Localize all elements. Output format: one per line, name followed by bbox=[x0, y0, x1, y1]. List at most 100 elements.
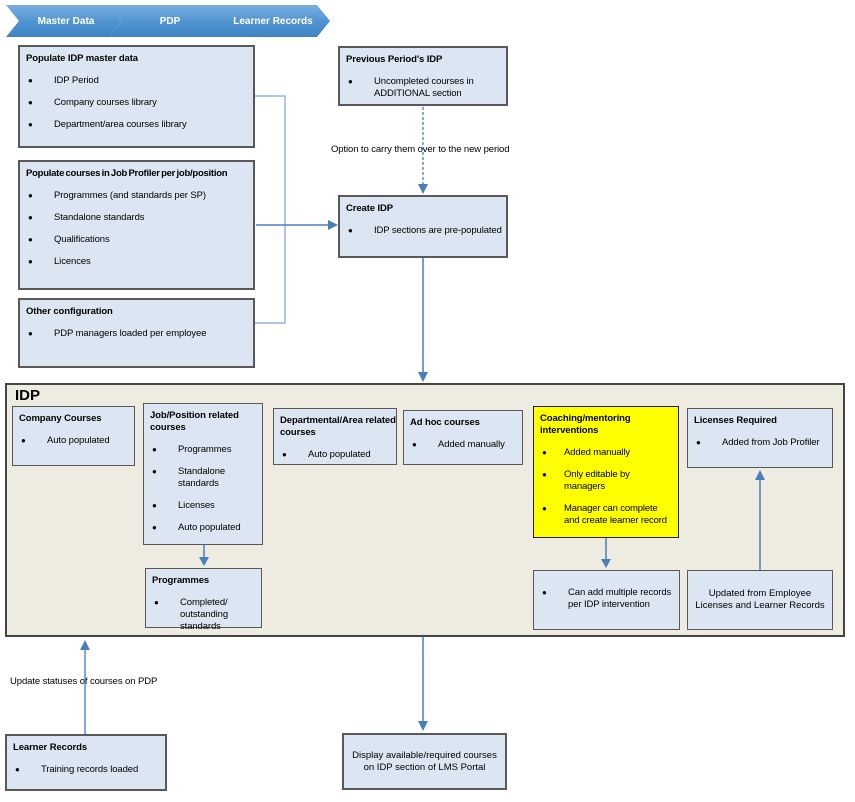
update-statuses-note: Update statuses of courses on PDP bbox=[10, 676, 158, 687]
arrow-job-profiler-to-create-idp bbox=[256, 220, 338, 230]
box-departmental-area-courses: Departmental/Area related courses ●Auto … bbox=[273, 408, 397, 465]
bullet-text: Training records loaded bbox=[41, 764, 139, 775]
bullet-item: ● Added from Job Profiler bbox=[688, 437, 832, 449]
box-title: Licenses Required bbox=[694, 415, 777, 426]
bullet-icon: ● bbox=[15, 765, 20, 774]
bullet-text: Added manually bbox=[564, 447, 631, 458]
bullet-text: Department/area courses library bbox=[54, 119, 187, 130]
box-populate-idp-master-data: Populate IDP master data ● IDP Period ● Co… bbox=[18, 45, 255, 148]
bullet-item: ●Added manually bbox=[404, 439, 522, 451]
bullet-item: ● Manager can complete and create learner… bbox=[534, 503, 678, 527]
idp-container-title: IDP bbox=[15, 387, 41, 404]
bullet-icon: ● bbox=[348, 77, 353, 86]
bullet-item: ●Only editable by managers bbox=[534, 469, 678, 493]
box-updated-from-employee-licenses: Updated from Employee Licenses and Learn… bbox=[687, 570, 833, 630]
bullet-item: ● Department/area courses library bbox=[20, 119, 253, 131]
bullet-icon: ● bbox=[28, 191, 33, 200]
bullet-text: Standalone standards bbox=[178, 466, 226, 489]
bullet-text: Qualifications bbox=[54, 234, 110, 245]
bullet-item: ● Uncompleted courses in ADDITIONAL secti… bbox=[340, 76, 506, 100]
box-programmes: Programmes ● Completed/ outstanding stand… bbox=[145, 568, 262, 632]
box-title: Populate courses in Job Profiler per job… bbox=[26, 168, 228, 179]
bullet-icon: ● bbox=[412, 440, 417, 449]
bullet-text: IDP sections are pre-populated bbox=[374, 225, 502, 236]
carry-over-note: Option to carry them over to the new per… bbox=[331, 144, 510, 155]
bullet-icon: ● bbox=[28, 329, 33, 338]
bullet-icon: ● bbox=[28, 257, 33, 266]
bullet-item: ● Company courses library bbox=[20, 97, 253, 109]
bullet-text: PDP managers loaded per employee bbox=[54, 328, 207, 339]
bullet-text: Only editable by managers bbox=[564, 469, 630, 492]
bullet-icon: ● bbox=[152, 501, 157, 510]
box-multiple-records: ● Can add multiple records per IDP interv… bbox=[533, 570, 680, 630]
bullet-icon: ● bbox=[154, 598, 159, 607]
bullet-item: ● Auto populated bbox=[144, 522, 262, 534]
bullet-item: ●Licences bbox=[20, 256, 253, 268]
bullet-icon: ● bbox=[348, 226, 353, 235]
box-coaching-mentoring-interventions: Coaching/mentoring interventions ● Added … bbox=[533, 406, 679, 538]
arrow-create-idp-to-idp-container bbox=[418, 258, 428, 382]
chevron-learner-records: Learner Records bbox=[212, 5, 330, 37]
bullet-item: ● Training records loaded bbox=[7, 764, 165, 776]
bullet-item: ● Programmes (and standards per SP) bbox=[20, 190, 253, 202]
bullet-text: Auto populated bbox=[178, 522, 241, 533]
box-text: Display available/required courses on ID… bbox=[352, 749, 497, 773]
box-learner-records: Learner Records ● Training records loaded bbox=[5, 734, 167, 791]
bullet-item: ●Auto populated bbox=[274, 449, 396, 461]
bullet-text: Added from Job Profiler bbox=[722, 437, 820, 448]
bullet-item: ● PDP managers loaded per employee bbox=[20, 328, 253, 340]
bullet-text: Company courses library bbox=[54, 97, 157, 108]
box-title: Company Courses bbox=[19, 413, 102, 424]
box-title: Coaching/mentoring interventions bbox=[540, 413, 631, 436]
box-title: Ad hoc courses bbox=[410, 417, 480, 428]
bullet-text: Auto populated bbox=[47, 435, 110, 446]
bullet-text: Completed/ outstanding standards bbox=[180, 597, 229, 632]
bullet-icon: ● bbox=[542, 448, 547, 457]
box-populate-job-profiler: Populate courses in Job Profiler per job… bbox=[18, 160, 255, 290]
box-title: Programmes bbox=[152, 575, 210, 586]
bullet-icon: ● bbox=[21, 436, 26, 445]
chevron-pdp: PDP bbox=[109, 5, 227, 37]
box-title: Create IDP bbox=[346, 203, 394, 214]
box-company-courses: Company Courses ● Auto populated bbox=[12, 406, 135, 466]
box-previous-period-idp: Previous Period's IDP ● Uncompleted cours… bbox=[338, 46, 508, 106]
bullet-text: IDP Period bbox=[54, 75, 99, 86]
bullet-text: Can add multiple records per IDP interve… bbox=[568, 587, 672, 610]
box-text: Updated from Employee Licenses and Learn… bbox=[695, 588, 825, 611]
bullet-text: Licenses bbox=[178, 500, 215, 511]
chevron-master-data: Master Data bbox=[6, 5, 122, 37]
bullet-icon: ● bbox=[542, 504, 547, 513]
box-job-position-related-courses: Job/Position related courses ●Programmes… bbox=[143, 403, 263, 545]
bullet-icon: ● bbox=[28, 120, 33, 129]
bullet-icon: ● bbox=[542, 588, 547, 597]
bullet-icon: ● bbox=[152, 523, 157, 532]
bullet-icon: ● bbox=[28, 76, 33, 85]
bullet-icon: ● bbox=[152, 467, 157, 476]
bullet-item: ● IDP Period bbox=[20, 75, 253, 87]
bullet-item: ● Added manually bbox=[534, 447, 678, 459]
bullet-item: ● Auto populated bbox=[13, 435, 134, 447]
bullet-item: ● Licenses bbox=[144, 500, 262, 512]
box-title: Other configuration bbox=[26, 306, 113, 317]
bullet-icon: ● bbox=[282, 450, 287, 459]
bullet-icon: ● bbox=[696, 438, 701, 447]
connector-left-boxes-to-junction bbox=[255, 95, 286, 324]
box-title: Previous Period's IDP bbox=[346, 54, 443, 65]
bullet-text: Standalone standards bbox=[54, 212, 145, 223]
bullet-item: ●Programmes bbox=[144, 444, 262, 456]
bullet-text: Manager can complete and create learner … bbox=[564, 503, 667, 526]
bullet-item: ● Can add multiple records per IDP interv… bbox=[534, 587, 679, 611]
bullet-text: Uncompleted courses in ADDITIONAL sectio… bbox=[374, 76, 474, 99]
bullet-item: ●Standalone standards bbox=[20, 212, 253, 224]
bullet-text: Programmes (and standards per SP) bbox=[54, 190, 206, 201]
bullet-item: ● Completed/ outstanding standards bbox=[146, 597, 261, 633]
bullet-item: ● IDP sections are pre-populated bbox=[340, 225, 506, 237]
chevron-label: Learner Records bbox=[233, 15, 313, 27]
box-title: Populate IDP master data bbox=[26, 53, 138, 64]
box-title: Learner Records bbox=[13, 742, 88, 753]
bullet-text: Programmes bbox=[178, 444, 232, 455]
bullet-icon: ● bbox=[28, 235, 33, 244]
bullet-item: ● Standalone standards bbox=[144, 466, 262, 490]
bullet-icon: ● bbox=[28, 98, 33, 107]
